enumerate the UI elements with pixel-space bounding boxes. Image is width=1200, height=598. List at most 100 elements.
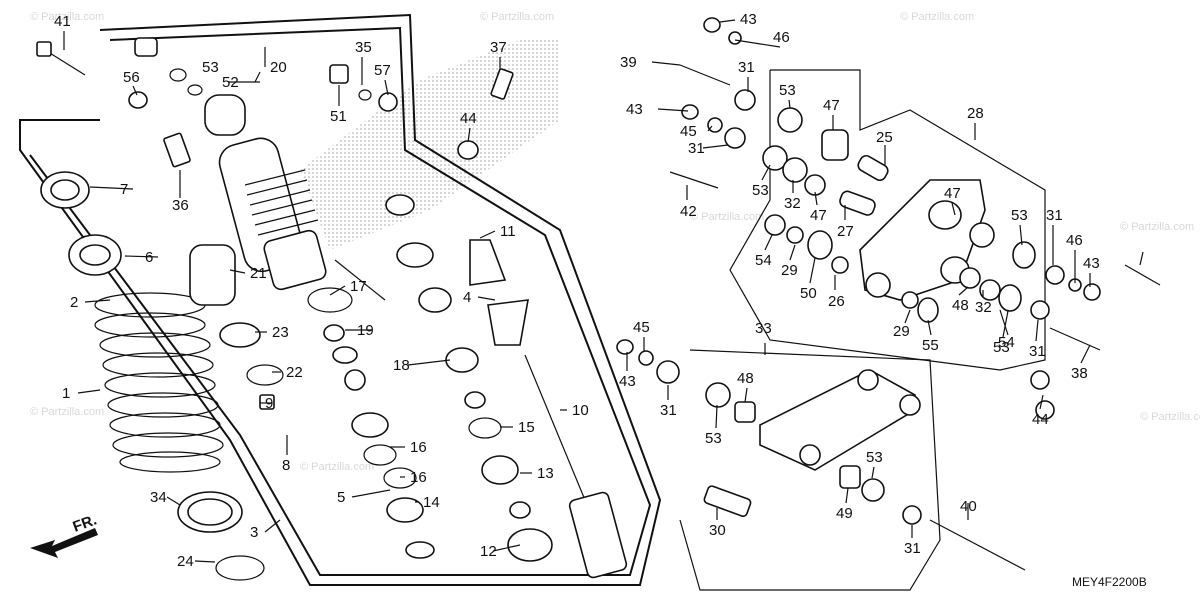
spring	[94, 292, 224, 473]
callout-54: 54	[998, 334, 1015, 351]
leader-line	[166, 496, 181, 506]
leader-line	[958, 286, 969, 296]
callout-5: 5	[337, 489, 345, 506]
callout-40: 40	[960, 498, 977, 515]
callout-53: 53	[752, 182, 769, 199]
callout-33: 33	[755, 320, 772, 337]
leader-line	[927, 319, 932, 336]
leader-line	[764, 234, 773, 251]
callout-31: 31	[660, 402, 677, 419]
leader-line	[788, 99, 791, 109]
callout-22: 22	[286, 364, 303, 381]
callout-10: 10	[572, 402, 589, 419]
watermark-3: © Partzilla.com	[900, 11, 974, 23]
callout-44: 44	[460, 110, 477, 127]
callout-55: 55	[922, 337, 939, 354]
leader-line	[254, 71, 261, 83]
leader-line	[264, 519, 281, 533]
leader-line	[761, 164, 771, 181]
leader-line	[1019, 224, 1023, 246]
callout-29: 29	[781, 262, 798, 279]
callout-51: 51	[330, 108, 347, 125]
watermark-5: © Partzilla.com	[690, 211, 764, 223]
callout-43: 43	[626, 101, 643, 118]
callout-11: 11	[500, 223, 516, 240]
callout-2: 2	[70, 294, 78, 311]
leader-line	[702, 144, 729, 149]
callout-3: 3	[250, 524, 258, 541]
callout-53: 53	[705, 430, 722, 447]
callout-31: 31	[904, 540, 921, 557]
callout-50: 50	[800, 285, 817, 302]
front-arrow: FR.	[30, 512, 99, 558]
leader-line	[407, 359, 451, 366]
shock-absorber	[204, 94, 327, 291]
callout-21: 21	[250, 265, 267, 282]
callout-32: 32	[784, 195, 801, 212]
leader-line	[814, 191, 818, 206]
callout-31: 31	[1029, 343, 1046, 360]
leader-lines	[63, 19, 1144, 563]
leader-line	[194, 560, 216, 563]
leader-line	[384, 79, 389, 96]
callout-53: 53	[993, 339, 1010, 356]
callout-53: 53	[1011, 207, 1028, 224]
callout-24: 24	[177, 553, 194, 570]
callout-14: 14	[423, 494, 440, 511]
callout-7: 7	[120, 181, 128, 198]
callout-44: 44	[1032, 411, 1049, 428]
callout-12: 12	[480, 543, 497, 560]
assembly-frame-right	[679, 69, 1046, 591]
callout-27: 27	[837, 223, 854, 240]
callout-46: 46	[1066, 232, 1083, 249]
callout-45: 45	[633, 319, 650, 336]
callout-56: 56	[123, 69, 140, 86]
watermarks: © Partzilla.com © Partzilla.com © Partzi…	[30, 11, 1200, 473]
leader-line	[1139, 251, 1144, 266]
callout-31: 31	[1046, 207, 1063, 224]
linkage	[759, 179, 986, 471]
leader-line	[124, 255, 159, 258]
leader-line	[467, 127, 471, 143]
watermark-8: © Partzilla.com	[300, 461, 374, 473]
leader-line	[999, 309, 1009, 336]
callout-9: 9	[265, 395, 273, 412]
callout-41: 41	[54, 13, 71, 30]
leader-line	[1035, 319, 1039, 342]
callout-23: 23	[272, 324, 289, 341]
leader-line	[809, 257, 816, 284]
callout-53: 53	[779, 82, 796, 99]
watermark-6: © Partzilla.com	[1120, 221, 1194, 233]
leader-line	[1002, 310, 1009, 338]
leader-line	[744, 387, 748, 403]
callout-30: 30	[709, 522, 726, 539]
diagram-code: MEY4F2200B	[1072, 575, 1147, 589]
callout-45: 45	[680, 123, 697, 140]
leader-line	[845, 487, 849, 504]
callout-43: 43	[619, 373, 636, 390]
callout-37: 37	[490, 39, 507, 56]
leader-line	[477, 296, 496, 301]
callout-43: 43	[1083, 255, 1100, 272]
leader-line	[734, 39, 781, 48]
callout-39: 39	[620, 54, 637, 71]
callout-1: 1	[62, 385, 70, 402]
callout-54: 54	[755, 252, 772, 269]
callout-28: 28	[967, 105, 984, 122]
watermark-1: © Partzilla.com	[30, 11, 104, 23]
callout-47: 47	[823, 97, 840, 114]
callout-47: 47	[810, 207, 827, 224]
callout-29: 29	[893, 323, 910, 340]
callout-48: 48	[737, 370, 754, 387]
callout-47: 47	[944, 185, 961, 202]
callout-32: 32	[975, 299, 992, 316]
leader-line	[707, 125, 713, 132]
leader-line	[1080, 344, 1091, 364]
callout-15: 15	[518, 419, 535, 436]
leader-line	[229, 269, 246, 274]
callout-6: 6	[145, 249, 153, 266]
callout-34: 34	[150, 489, 167, 506]
callout-43: 43	[740, 11, 757, 28]
callout-46: 46	[773, 29, 790, 46]
